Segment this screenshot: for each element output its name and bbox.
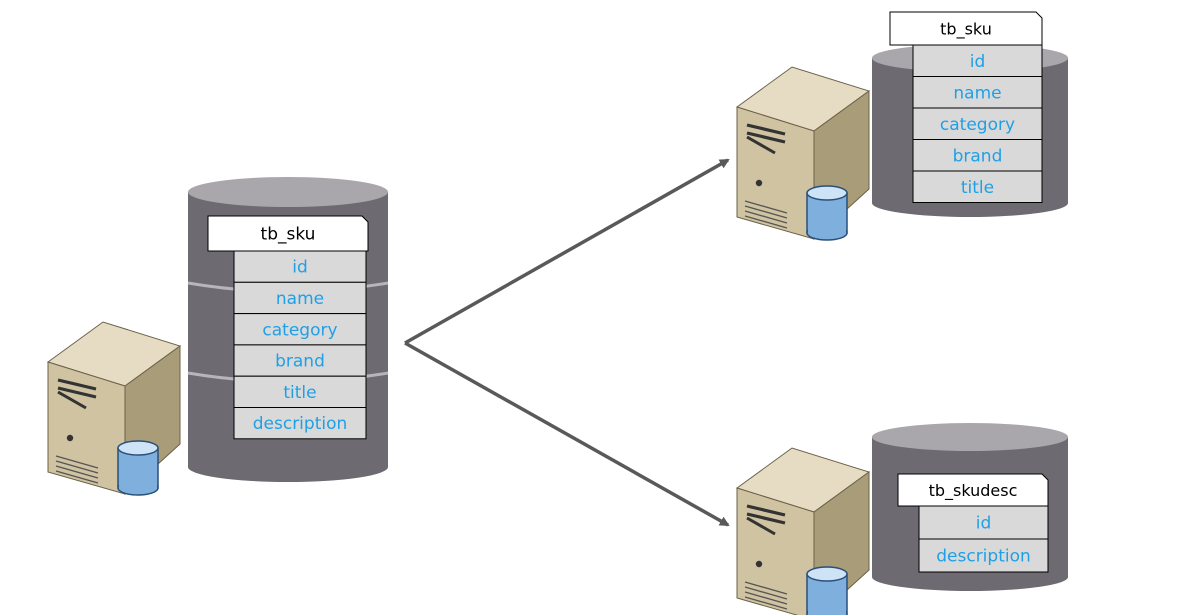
field-name: name [953,83,1001,103]
server-vent [744,205,788,219]
server-drive-slot [746,512,786,525]
source-server-icon [46,321,182,496]
field-row [918,538,1049,573]
server-drive-slot [57,390,87,410]
mini-db-top [117,440,159,456]
table-name: tb_skudesc [929,481,1018,501]
server-power-button [66,434,74,442]
source-db-bottom [188,452,388,482]
field-name: title [283,383,316,403]
field-row [912,107,1043,140]
field-name: brand [275,352,325,372]
server-vent [744,586,788,600]
field-row [233,281,367,315]
table-name: tb_sku [940,20,992,40]
field-row [912,76,1043,109]
bottom-server-icon [735,447,871,615]
field-row [233,375,367,409]
field-name: category [940,115,1015,135]
field-name: brand [953,146,1003,166]
database-cylinder-icon [806,566,848,615]
field-row [912,170,1043,203]
server-vent [744,596,788,610]
field-name: description [253,414,348,434]
server-front-face [736,487,815,615]
field-row [912,139,1043,172]
arrow-to-bottom-server [404,341,730,527]
top-server-icon [735,66,871,241]
server-power-button [755,560,763,568]
field-name: id [292,258,308,278]
field-name: name [276,289,324,309]
server-vent [744,200,788,214]
server-drive-slot [746,131,786,144]
server-vent [55,455,99,469]
server-vent [744,215,788,229]
database-cylinder-icon [117,440,159,496]
arrow-to-top-server [404,158,730,345]
database-cylinder-icon [806,185,848,241]
field-row [912,44,1043,77]
mini-db-top [806,185,848,201]
field-row [233,344,367,377]
field-name: id [976,514,992,534]
bottom-db-top [872,423,1068,451]
server-drive-slot [746,135,776,155]
server-drive-slot [57,386,97,399]
field-name: category [262,320,337,340]
source-db-top [188,177,388,207]
server-drive-slot [746,516,776,536]
field-name: id [970,52,986,72]
server-drive-slot [746,504,786,517]
field-row [233,407,367,440]
server-vent [55,465,99,479]
server-vent [744,581,788,595]
field-name: title [961,178,994,198]
server-power-button [755,179,763,187]
server-vent [744,210,788,224]
server-vent [55,470,99,484]
field-row [233,313,367,346]
server-vent [55,460,99,474]
mini-db-top [806,566,848,582]
server-drive-slot [746,123,786,136]
field-name: description [936,547,1031,567]
server-drive-slot [57,378,97,391]
table-name: tb_sku [261,225,316,245]
server-vent [744,591,788,605]
split-arrows [404,158,730,527]
